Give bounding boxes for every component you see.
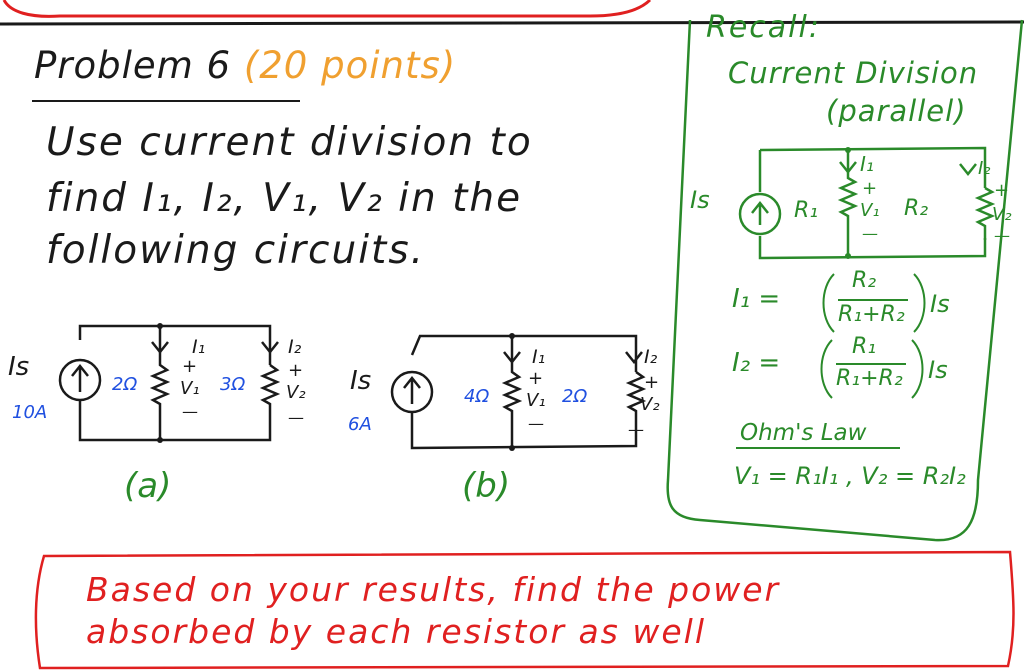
ohms-law-label: Ohm's Law [740,420,867,446]
circuit-b-v2-label: V₂ [640,394,660,415]
circuit-b-v1-plus: + [528,368,544,389]
ohms-law-formula: V₁ = R₁I₁ , V₂ = R₂I₂ [734,462,966,490]
circuit-a-v2-plus: + [288,360,304,381]
formula-i1-numerator: R₂ [852,268,877,293]
recall-circuit [738,146,996,260]
circuit-a-source-value: 10A [12,402,48,423]
circuit-a-i1-label: I₁ [192,336,206,358]
problem-title-label: Problem 6 [34,44,232,87]
circuit-a-v1-minus: — [182,402,198,421]
recall-i2-label: I₂ [978,158,991,179]
circuit-b-i2-label: I₂ [644,346,658,368]
recall-i1-label: I₁ [860,152,874,176]
formula-i1-is: Is [930,290,950,318]
recall-v1-plus: + [862,178,878,199]
circuit-b-i1-label: I₁ [532,346,546,368]
formula-i1-denominator: R₁+R₂ [838,302,905,327]
recall-v1-minus: — [862,224,878,243]
title-underline [32,100,300,102]
recall-is-label: Is [690,186,710,214]
problem-points: (20 points) [243,44,457,87]
problem-line-2: find I₁, I₂, V₁, V₂ in the [46,176,523,221]
circuit-b-source-value: 6A [348,414,372,435]
circuit-b-r2-value: 2Ω [562,386,588,407]
recall-subtitle-parallel: (parallel) [826,94,967,128]
circuit-a-r1-value: 2Ω [112,374,138,395]
problem-line-1: Use current division to [46,120,533,165]
circuit-a-v2-minus: — [288,408,304,427]
circuit-b-v1-label: V₁ [526,390,546,411]
recall-v2-minus: — [994,226,1010,245]
circuit-a-v1-plus: + [182,356,198,377]
circuit-b-v2-minus: — [628,420,644,439]
circuit-b-is-label: Is [350,366,372,396]
top-red-border [2,0,652,18]
formula-i2-lhs: I₂ = [732,348,781,378]
recall-v2-label: V₂ [992,204,1012,225]
circuit-b-v2-plus: + [644,372,660,393]
circuit-b [390,334,647,450]
problem-title: Problem 6 (20 points) [34,44,456,87]
recall-v1-label: V₁ [860,200,880,221]
top-separator-line [0,20,1024,26]
circuit-a-r2-value: 3Ω [220,374,246,395]
recall-title: Recall: [706,10,821,45]
circuit-a-v2-label: V₂ [286,382,306,403]
problem-line-3: following circuits. [46,228,426,273]
circuit-b-r1-value: 4Ω [464,386,490,407]
circuit-a-i2-label: I₂ [288,336,302,358]
circuit-a-is-label: Is [8,352,30,382]
circuit-a-v1-label: V₁ [180,378,200,399]
formula-i2-is: Is [928,356,948,384]
formula-i2-numerator: R₁ [852,334,877,359]
circuit-b-label: (b) [462,466,511,506]
recall-box-border [666,19,1024,542]
footer-instruction-line-2: absorbed by each resistor as well [86,612,706,651]
recall-r2-label: R₂ [904,196,929,221]
footer-red-border [34,550,1015,670]
recall-fraction-marks [736,273,926,449]
footer-instruction-line-1: Based on your results, find the power [86,570,781,609]
recall-subtitle: Current Division [728,56,979,90]
formula-i1-lhs: I₁ = [732,284,781,314]
recall-r1-label: R₁ [794,198,819,223]
circuit-a-label: (a) [124,466,172,506]
formula-i2-denominator: R₁+R₂ [836,366,903,391]
circuit-b-v1-minus: — [528,414,544,433]
recall-v2-plus: + [994,180,1010,201]
circuit-a [58,324,281,442]
